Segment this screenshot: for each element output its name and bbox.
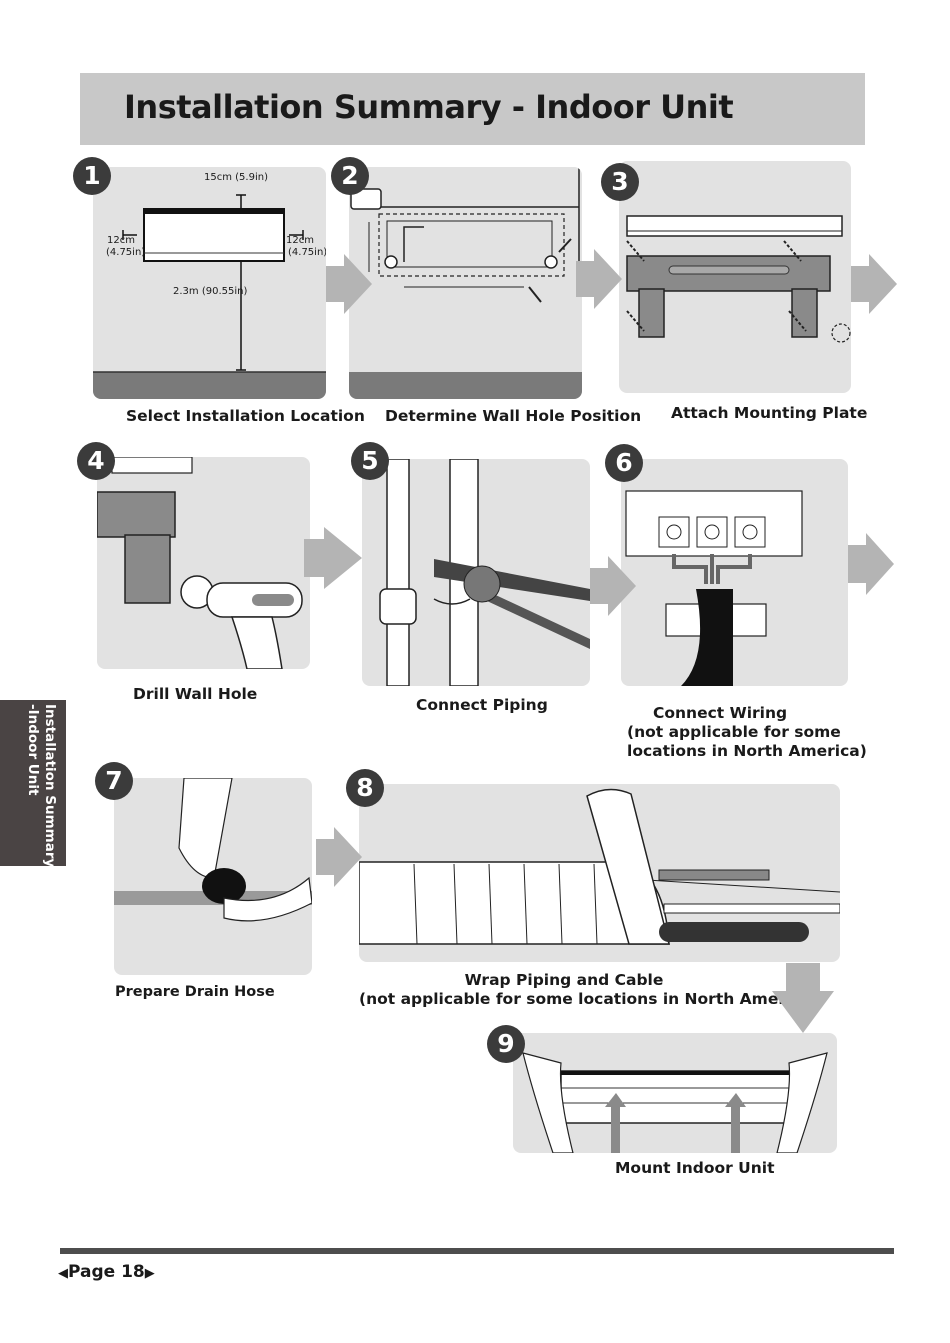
flow-arrow-right-icon [316,827,362,887]
step-9-caption: Mount Indoor Unit [615,1159,775,1177]
step-6-badge: 6 [605,444,643,482]
step-1-caption: Select Installation Location [126,407,365,425]
step-9-badge: 9 [487,1025,525,1063]
flow-arrow-right-icon [326,254,372,314]
step-7-illustration [114,778,312,975]
step-3-badge: 3 [601,163,639,201]
step-5-badge: 5 [351,442,389,480]
dim-floor: 2.3m (90.55in) [173,286,247,297]
step-3-caption: Attach Mounting Plate [671,404,868,422]
step-6-caption-line2: (not applicable for some [627,723,841,741]
step-1-badge: 1 [73,157,111,195]
triangle-left-icon: ◀ [58,1266,68,1281]
step-6-caption-line3: locations in North America) [627,742,867,760]
dim-right-cm: 12cm [286,235,314,246]
step-6-illustration [621,459,848,686]
step-2-illustration [349,167,582,399]
title-bar [80,73,865,145]
flow-arrow-right-icon [848,533,894,595]
page-title: Installation Summary - Indoor Unit [124,88,734,126]
step-8-badge: 8 [346,769,384,807]
dim-right-in: (4.75in) [288,247,326,258]
flow-arrow-right-icon [851,254,897,314]
footer-divider [60,1248,894,1254]
step-4-illustration [97,457,310,669]
side-tab-line1: Installation Summary [42,704,58,868]
step-1-illustration: 15cm (5.9in) 12cm (4.75in) 12cm (4.75in)… [93,167,326,399]
dim-left-cm: 12cm [107,235,135,246]
step-5-illustration [362,459,590,686]
step-8-caption-line1: Wrap Piping and Cable [464,971,664,989]
dim-top: 15cm (5.9in) [204,172,268,183]
page-number-text: Page 18 [68,1262,145,1282]
flow-arrow-down-icon [772,963,834,1033]
step-7-badge: 7 [95,762,133,800]
step-2-badge: 2 [331,157,369,195]
step-9-illustration [513,1033,837,1153]
step-3-illustration [619,161,851,393]
step-2-caption: Determine Wall Hole Position [385,407,642,425]
step-4-caption: Drill Wall Hole [133,685,258,703]
step-6-caption-line1: Connect Wiring [653,704,788,722]
step-4-badge: 4 [77,442,115,480]
step-5-caption: Connect Piping [416,696,548,714]
side-section-tab: Installation Summary -Indoor Unit [0,700,66,868]
side-tab-text: Installation Summary -Indoor Unit [24,704,58,868]
flow-arrow-right-icon [590,556,636,616]
triangle-right-icon: ▶ [144,1266,155,1281]
page-number: ◀Page 18▶ [58,1262,155,1282]
step-8-illustration [359,784,840,962]
flow-arrow-right-icon [576,249,622,309]
side-tab-line2: -Indoor Unit [25,704,41,796]
dim-left-in: (4.75in) [106,247,145,258]
step-8-caption-line2: (not applicable for some locations in No… [359,990,819,1008]
step-7-caption: Prepare Drain Hose [115,984,275,1000]
